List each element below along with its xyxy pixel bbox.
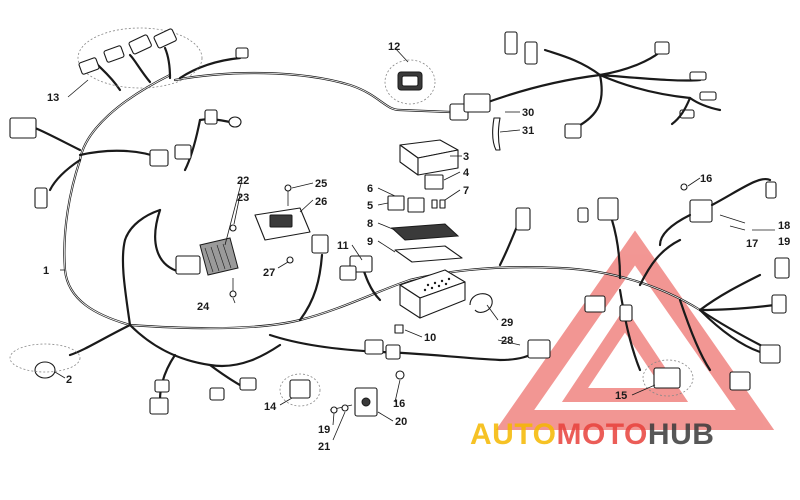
callout-16a: 16 — [700, 173, 712, 185]
relay-box-3-9 — [387, 139, 466, 319]
connectors-top-right — [504, 31, 722, 139]
connector-28 — [527, 339, 551, 359]
module-26 — [254, 184, 311, 264]
connectors-left — [9, 109, 242, 209]
callout-2: 2 — [66, 374, 72, 386]
callout-26: 26 — [315, 196, 327, 208]
callout-8: 8 — [367, 218, 373, 230]
callout-4: 4 — [463, 167, 470, 179]
callout-30: 30 — [522, 107, 534, 119]
callout-1: 1 — [43, 265, 49, 277]
connector-10-14-etc — [9, 324, 404, 415]
callouts: 1 2 3 4 5 6 7 8 9 10 11 12 13 14 15 16 1… — [43, 41, 790, 453]
switch-20 — [329, 370, 405, 417]
callout-20: 20 — [395, 416, 407, 428]
watermark-part-auto: AUTO — [470, 418, 557, 451]
callout-24: 24 — [197, 301, 210, 313]
connector-13-group — [77, 27, 249, 89]
callout-17: 17 — [746, 238, 758, 250]
callout-5: 5 — [367, 200, 373, 212]
callout-25: 25 — [315, 178, 327, 190]
callout-23: 23 — [237, 192, 249, 204]
main-harness — [33, 46, 777, 402]
callout-31: 31 — [522, 125, 534, 137]
callout-3: 3 — [463, 151, 469, 163]
connectors-right — [515, 197, 790, 397]
callout-13: 13 — [47, 92, 59, 104]
leader-lines — [54, 47, 775, 441]
callout-22: 22 — [237, 175, 249, 187]
connector-12-group — [384, 59, 491, 121]
callout-19b: 19 — [318, 424, 330, 436]
connector-11 — [311, 234, 373, 281]
callout-27: 27 — [263, 267, 275, 279]
callout-12: 12 — [388, 41, 400, 53]
callout-16b: 16 — [393, 398, 405, 410]
callout-9: 9 — [367, 236, 373, 248]
callout-29: 29 — [501, 317, 513, 329]
callout-7: 7 — [463, 185, 469, 197]
callout-14: 14 — [264, 401, 277, 413]
callout-21: 21 — [318, 441, 330, 453]
callout-10: 10 — [424, 332, 436, 344]
clip-31 — [492, 117, 501, 151]
callout-19a: 19 — [778, 236, 790, 248]
watermark-part-hub: HUB — [647, 418, 715, 451]
sensor-17-18 — [658, 177, 777, 247]
callout-15: 15 — [615, 390, 627, 402]
callout-28: 28 — [501, 335, 513, 347]
callout-6: 6 — [367, 183, 373, 195]
clamp-29 — [469, 293, 493, 313]
module-22 — [175, 224, 239, 298]
callout-18: 18 — [778, 220, 790, 232]
watermark-text: AUTOMOTOHUB — [470, 418, 800, 458]
callout-11: 11 — [337, 240, 349, 252]
watermark-triangle-logo — [495, 230, 775, 430]
watermark-part-moto: MOTO — [556, 418, 648, 451]
